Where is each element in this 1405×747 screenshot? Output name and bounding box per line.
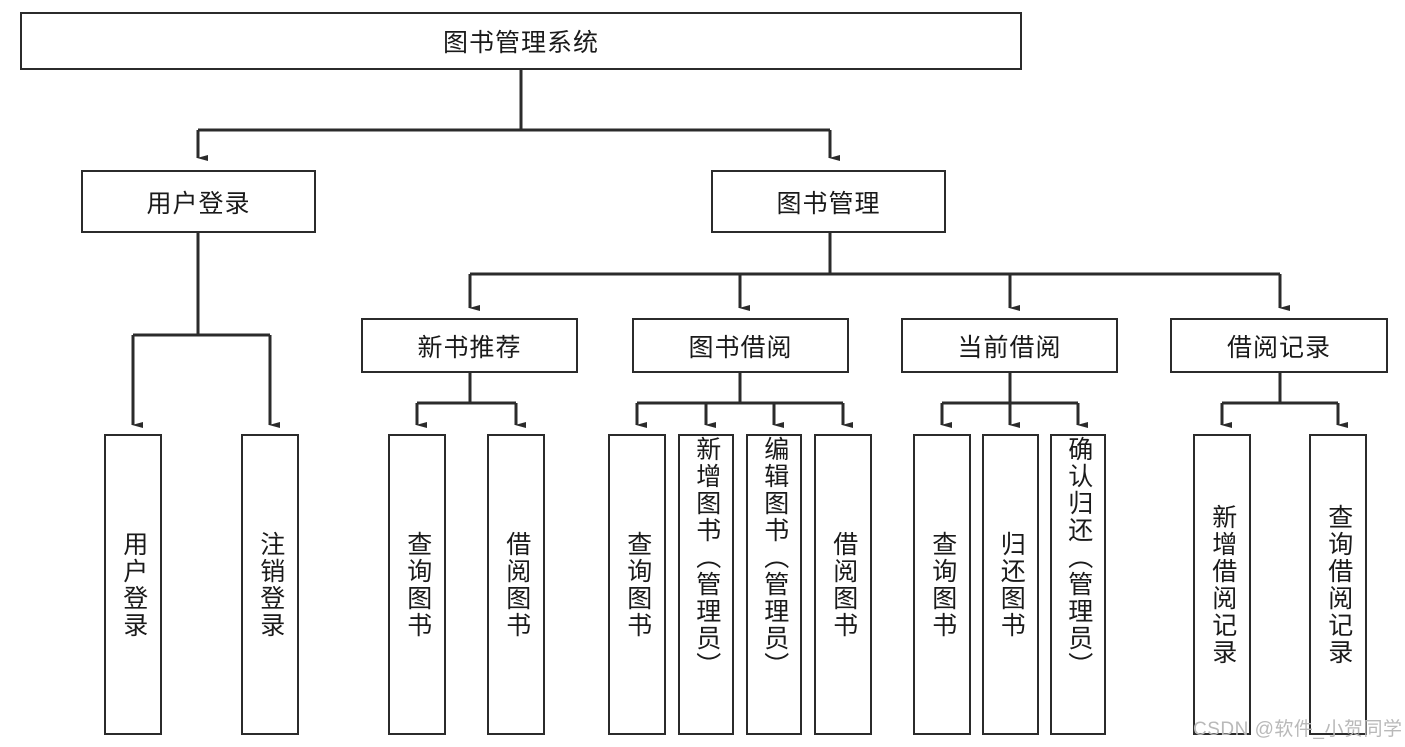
leaf-node-edit-book-admin-inner: 编辑图书（管理员）: [748, 436, 800, 733]
leaf-node-edit-book-admin[interactable]: 编辑图书（管理员）: [746, 434, 802, 735]
node-new-book-recommend-label: 新书推荐: [417, 333, 522, 362]
leaf-node-add-book-admin-inner: 新增图书（管理员）: [680, 436, 732, 733]
leaf-node-add-book-admin[interactable]: 新增图书（管理员）: [678, 434, 734, 735]
leaf-node-borrow-book-new-label: 借阅图书: [502, 530, 531, 639]
watermark: CSDN @软件_小贺同学: [1193, 719, 1403, 740]
leaf-node-confirm-return-admin-label: 确认归还（管理员）: [1064, 436, 1093, 679]
leaf-node-borrow-book-new[interactable]: 借阅图书: [487, 434, 545, 735]
leaf-node-logout[interactable]: 注销登录: [241, 434, 299, 735]
node-borrow-records[interactable]: 借阅记录: [1170, 318, 1388, 373]
leaf-node-add-borrow-record-inner: 新增借阅记录: [1195, 436, 1249, 733]
leaf-node-return-book[interactable]: 归还图书: [982, 434, 1039, 735]
node-book-management-label: 图书管理: [776, 189, 881, 218]
leaf-node-edit-book-admin-label: 编辑图书（管理员）: [760, 436, 789, 679]
leaf-node-add-borrow-record-label: 新增借阅记录: [1208, 503, 1237, 666]
leaf-node-query-book-new-label: 查询图书: [403, 530, 432, 639]
leaf-node-query-book-borrow-inner: 查询图书: [610, 436, 664, 733]
leaf-node-query-borrow-record[interactable]: 查询借阅记录: [1309, 434, 1367, 735]
leaf-node-user-login-label: 用户登录: [119, 530, 148, 639]
leaf-node-query-borrow-record-label: 查询借阅记录: [1324, 503, 1353, 666]
leaf-node-query-book-borrow-label: 查询图书: [623, 530, 652, 639]
leaf-node-return-book-inner: 归还图书: [984, 436, 1037, 733]
node-current-borrow[interactable]: 当前借阅: [901, 318, 1118, 373]
leaf-node-query-book-current-inner: 查询图书: [915, 436, 969, 733]
leaf-node-query-borrow-record-inner: 查询借阅记录: [1311, 436, 1365, 733]
leaf-node-query-book-new[interactable]: 查询图书: [388, 434, 446, 735]
leaf-node-query-book-current-label: 查询图书: [928, 530, 957, 639]
node-new-book-recommend[interactable]: 新书推荐: [361, 318, 578, 373]
node-borrow-records-label: 借阅记录: [1226, 333, 1331, 362]
node-user-login[interactable]: 用户登录: [81, 170, 316, 233]
leaf-node-confirm-return-admin[interactable]: 确认归还（管理员）: [1050, 434, 1106, 735]
node-book-management[interactable]: 图书管理: [711, 170, 946, 233]
leaf-node-query-book-new-inner: 查询图书: [390, 436, 444, 733]
node-book-borrow-label: 图书借阅: [688, 333, 793, 362]
node-root[interactable]: 图书管理系统: [20, 12, 1022, 70]
leaf-node-user-login[interactable]: 用户登录: [104, 434, 162, 735]
leaf-node-logout-label: 注销登录: [256, 530, 285, 639]
leaf-node-add-book-admin-label: 新增图书（管理员）: [692, 436, 721, 679]
leaf-node-confirm-return-admin-inner: 确认归还（管理员）: [1052, 436, 1104, 733]
leaf-node-query-book-current[interactable]: 查询图书: [913, 434, 971, 735]
leaf-node-borrow-book-new-inner: 借阅图书: [489, 436, 543, 733]
leaf-node-borrow-book-label: 借阅图书: [829, 530, 858, 639]
leaf-node-user-login-inner: 用户登录: [106, 436, 160, 733]
node-current-borrow-label: 当前借阅: [957, 333, 1062, 362]
node-user-login-label: 用户登录: [146, 189, 251, 218]
node-root-label: 图书管理系统: [442, 29, 599, 57]
node-book-borrow[interactable]: 图书借阅: [632, 318, 849, 373]
leaf-node-return-book-label: 归还图书: [997, 530, 1026, 639]
leaf-node-borrow-book[interactable]: 借阅图书: [814, 434, 872, 735]
leaf-node-add-borrow-record[interactable]: 新增借阅记录: [1193, 434, 1251, 735]
leaf-node-borrow-book-inner: 借阅图书: [816, 436, 870, 733]
leaf-node-logout-inner: 注销登录: [243, 436, 297, 733]
leaf-node-query-book-borrow[interactable]: 查询图书: [608, 434, 666, 735]
